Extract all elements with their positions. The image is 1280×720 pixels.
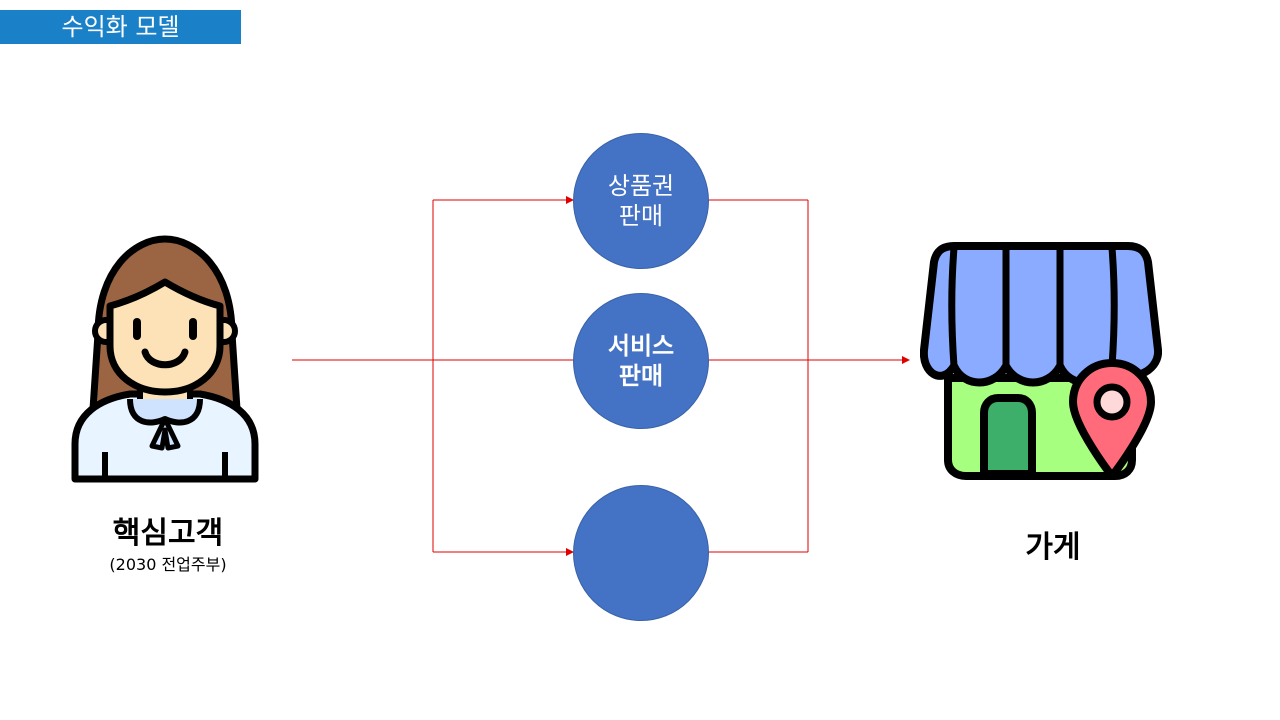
node-label-line2: 판매: [618, 362, 664, 390]
node-empty: [573, 485, 709, 621]
woman-avatar-icon: [70, 234, 260, 486]
node-gift-card-sales: 상품권 판매: [573, 133, 709, 269]
store-location-icon: [919, 238, 1162, 486]
node-label-line2: 판매: [618, 202, 664, 230]
page-title: 수익화 모델: [0, 10, 241, 44]
customer-label: 핵심고객: [112, 516, 224, 551]
node-label-line1: 서비스: [607, 332, 675, 360]
node-service-sales: 서비스 판매: [573, 293, 709, 429]
node-label-line1: 상품권: [607, 172, 675, 200]
store-label: 가게: [1025, 530, 1081, 565]
customer-sublabel: (2030 전업주부): [109, 555, 227, 574]
